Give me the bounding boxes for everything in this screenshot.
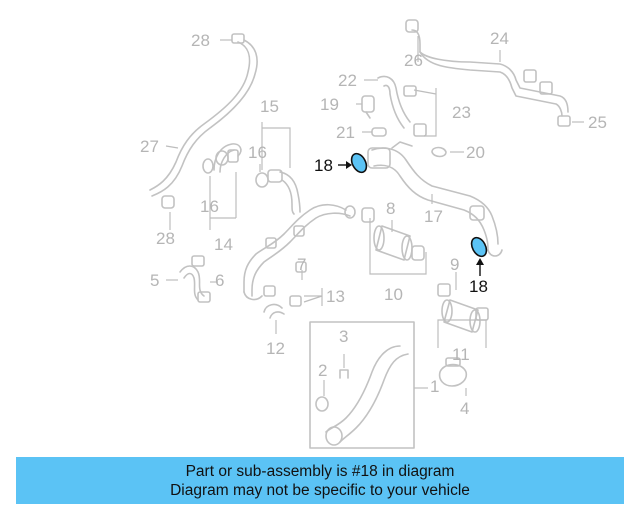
callout-15[interactable]: 15 bbox=[260, 97, 279, 116]
callout-18-lower[interactable]: 18 bbox=[469, 277, 488, 296]
pipe-17 bbox=[367, 141, 503, 257]
callout-25[interactable]: 25 bbox=[588, 113, 607, 132]
callout-21[interactable]: 21 bbox=[336, 123, 355, 142]
hose-22 bbox=[377, 75, 427, 137]
callout-1[interactable]: 1 bbox=[430, 377, 439, 396]
callout-7[interactable]: 7 bbox=[297, 255, 306, 274]
callout-17[interactable]: 17 bbox=[424, 207, 443, 226]
hose-5 bbox=[179, 255, 211, 303]
pipe-7 bbox=[243, 203, 356, 301]
callout-numbers: 28 27 15 16 16 28 14 7 5 6 13 12 8 10 17… bbox=[140, 29, 607, 418]
callout-6[interactable]: 6 bbox=[215, 271, 224, 290]
callout-27[interactable]: 27 bbox=[140, 137, 159, 156]
callout-2[interactable]: 2 bbox=[318, 361, 327, 380]
arrow-18-upper-icon bbox=[346, 161, 352, 169]
callout-24[interactable]: 24 bbox=[490, 29, 509, 48]
pipe-24 bbox=[405, 19, 571, 127]
callout-10[interactable]: 10 bbox=[384, 285, 403, 304]
callout-14[interactable]: 14 bbox=[214, 235, 233, 254]
hose-8 bbox=[361, 207, 425, 261]
banner-line-1: Part or sub-assembly is #18 in diagram bbox=[185, 462, 455, 480]
hose-12 bbox=[263, 285, 302, 319]
callout-8[interactable]: 8 bbox=[386, 199, 395, 218]
hose-1-inset bbox=[309, 321, 415, 449]
callout-5[interactable]: 5 bbox=[150, 271, 159, 290]
callout-19[interactable]: 19 bbox=[320, 95, 339, 114]
leader-lines bbox=[165, 36, 584, 396]
o-ring-18-upper[interactable] bbox=[349, 151, 370, 175]
callout-11[interactable]: 11 bbox=[452, 345, 470, 364]
callout-13[interactable]: 13 bbox=[326, 287, 345, 306]
hose-9 bbox=[437, 283, 489, 387]
callout-16-left[interactable]: 16 bbox=[200, 197, 219, 216]
arrow-18-lower-icon bbox=[476, 258, 484, 265]
callout-18-upper[interactable]: 18 bbox=[314, 156, 333, 175]
callout-26[interactable]: 26 bbox=[404, 51, 423, 70]
hose-27 bbox=[149, 33, 258, 209]
callout-22[interactable]: 22 bbox=[338, 71, 357, 90]
hose-15 bbox=[255, 169, 301, 215]
callout-28-top[interactable]: 28 bbox=[191, 31, 210, 50]
callout-4[interactable]: 4 bbox=[460, 399, 469, 418]
callout-28-bottom[interactable]: 28 bbox=[156, 229, 175, 248]
info-banner: Part or sub-assembly is #18 in diagram D… bbox=[16, 457, 624, 504]
callout-23[interactable]: 23 bbox=[452, 103, 471, 122]
callout-16-right[interactable]: 16 bbox=[248, 143, 267, 162]
callout-3[interactable]: 3 bbox=[339, 327, 348, 346]
o-ring-18-lower[interactable] bbox=[469, 235, 490, 259]
banner-line-2: Diagram may not be specific to your vehi… bbox=[170, 481, 470, 499]
callout-9[interactable]: 9 bbox=[450, 255, 459, 274]
callout-12[interactable]: 12 bbox=[266, 339, 285, 358]
callout-20[interactable]: 20 bbox=[466, 143, 485, 162]
hose-14 bbox=[202, 143, 242, 174]
